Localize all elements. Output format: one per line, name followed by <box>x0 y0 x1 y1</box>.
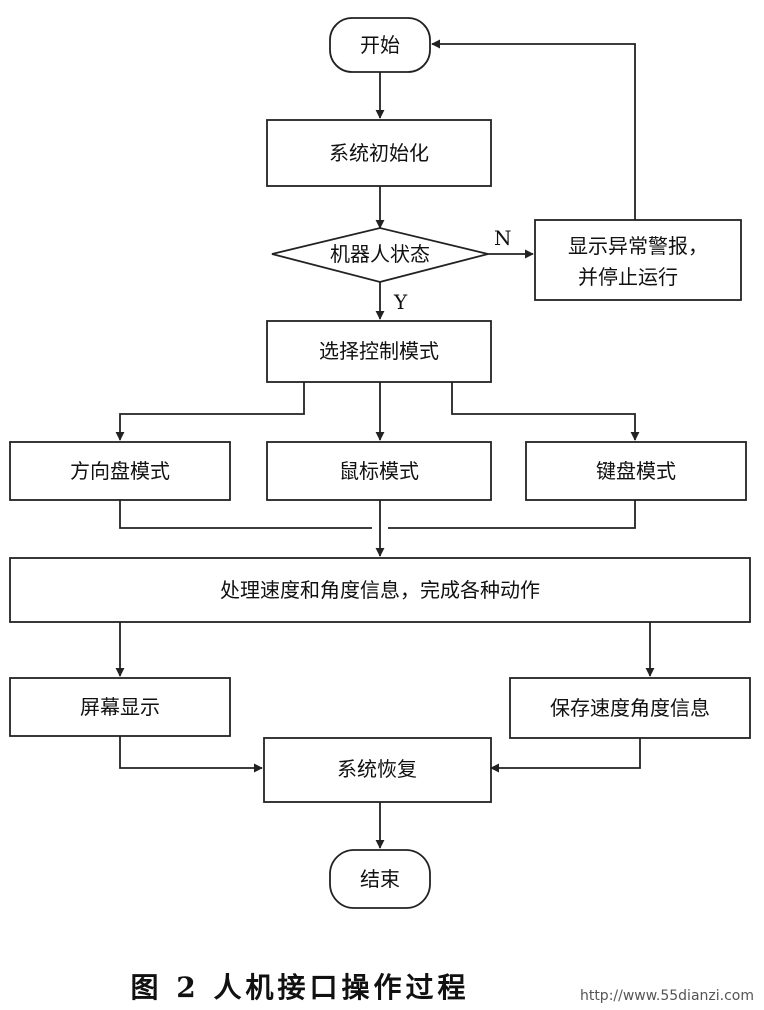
edge-select-to-keyboard <box>451 382 640 441</box>
edges <box>115 39 655 849</box>
node-init: 系统初始化 <box>266 119 492 187</box>
node-wheel-mode-label: 方向盘模式 <box>70 459 170 483</box>
node-process: 处理速度和角度信息，完成各种动作 <box>9 557 751 623</box>
node-save-info: 保存速度角度信息 <box>509 677 751 739</box>
node-screen-display-label: 屏幕显示 <box>80 695 160 719</box>
edge-screen-to-recover <box>119 736 263 773</box>
node-save-info-label: 保存速度角度信息 <box>550 696 710 720</box>
node-state-label: 机器人状态 <box>330 242 430 266</box>
node-alarm-label-line1: 显示异常警报， <box>568 234 708 258</box>
node-state-decision: 机器人状态 <box>271 227 489 283</box>
edge-alarm-to-start <box>431 39 636 220</box>
watermark-url: http://www.55dianzi.com <box>579 988 754 1004</box>
node-select-mode: 选择控制模式 <box>266 320 492 383</box>
node-select-mode-label: 选择控制模式 <box>319 339 439 363</box>
edge-label-yes: Y <box>393 290 408 314</box>
figure-caption: 图 2 人机接口操作过程 <box>130 971 470 1004</box>
node-alarm: 显示异常警报， 并停止运行 <box>534 219 742 301</box>
edge-save-to-recover <box>490 738 641 773</box>
node-init-label: 系统初始化 <box>329 141 429 165</box>
node-recover: 系统恢复 <box>263 737 492 803</box>
edge-label-no: N <box>494 226 512 250</box>
node-end: 结束 <box>329 849 431 909</box>
node-mouse-mode: 鼠标模式 <box>266 441 492 501</box>
node-keyboard-mode: 键盘模式 <box>525 441 747 501</box>
node-keyboard-mode-label: 键盘模式 <box>596 459 676 483</box>
node-mouse-mode-label: 鼠标模式 <box>339 459 419 483</box>
node-end-label: 结束 <box>360 867 400 891</box>
node-start: 开始 <box>329 17 431 73</box>
edge-keyboard-to-process <box>388 500 636 529</box>
node-process-label: 处理速度和角度信息，完成各种动作 <box>220 578 540 602</box>
node-alarm-label-line2: 并停止运行 <box>578 265 678 289</box>
edge-wheel-to-process <box>119 500 372 529</box>
node-wheel-mode: 方向盘模式 <box>9 441 231 501</box>
node-recover-label: 系统恢复 <box>337 757 417 781</box>
edge-select-to-wheel <box>115 382 305 441</box>
node-start-label: 开始 <box>360 33 400 57</box>
node-screen-display: 屏幕显示 <box>9 677 231 737</box>
